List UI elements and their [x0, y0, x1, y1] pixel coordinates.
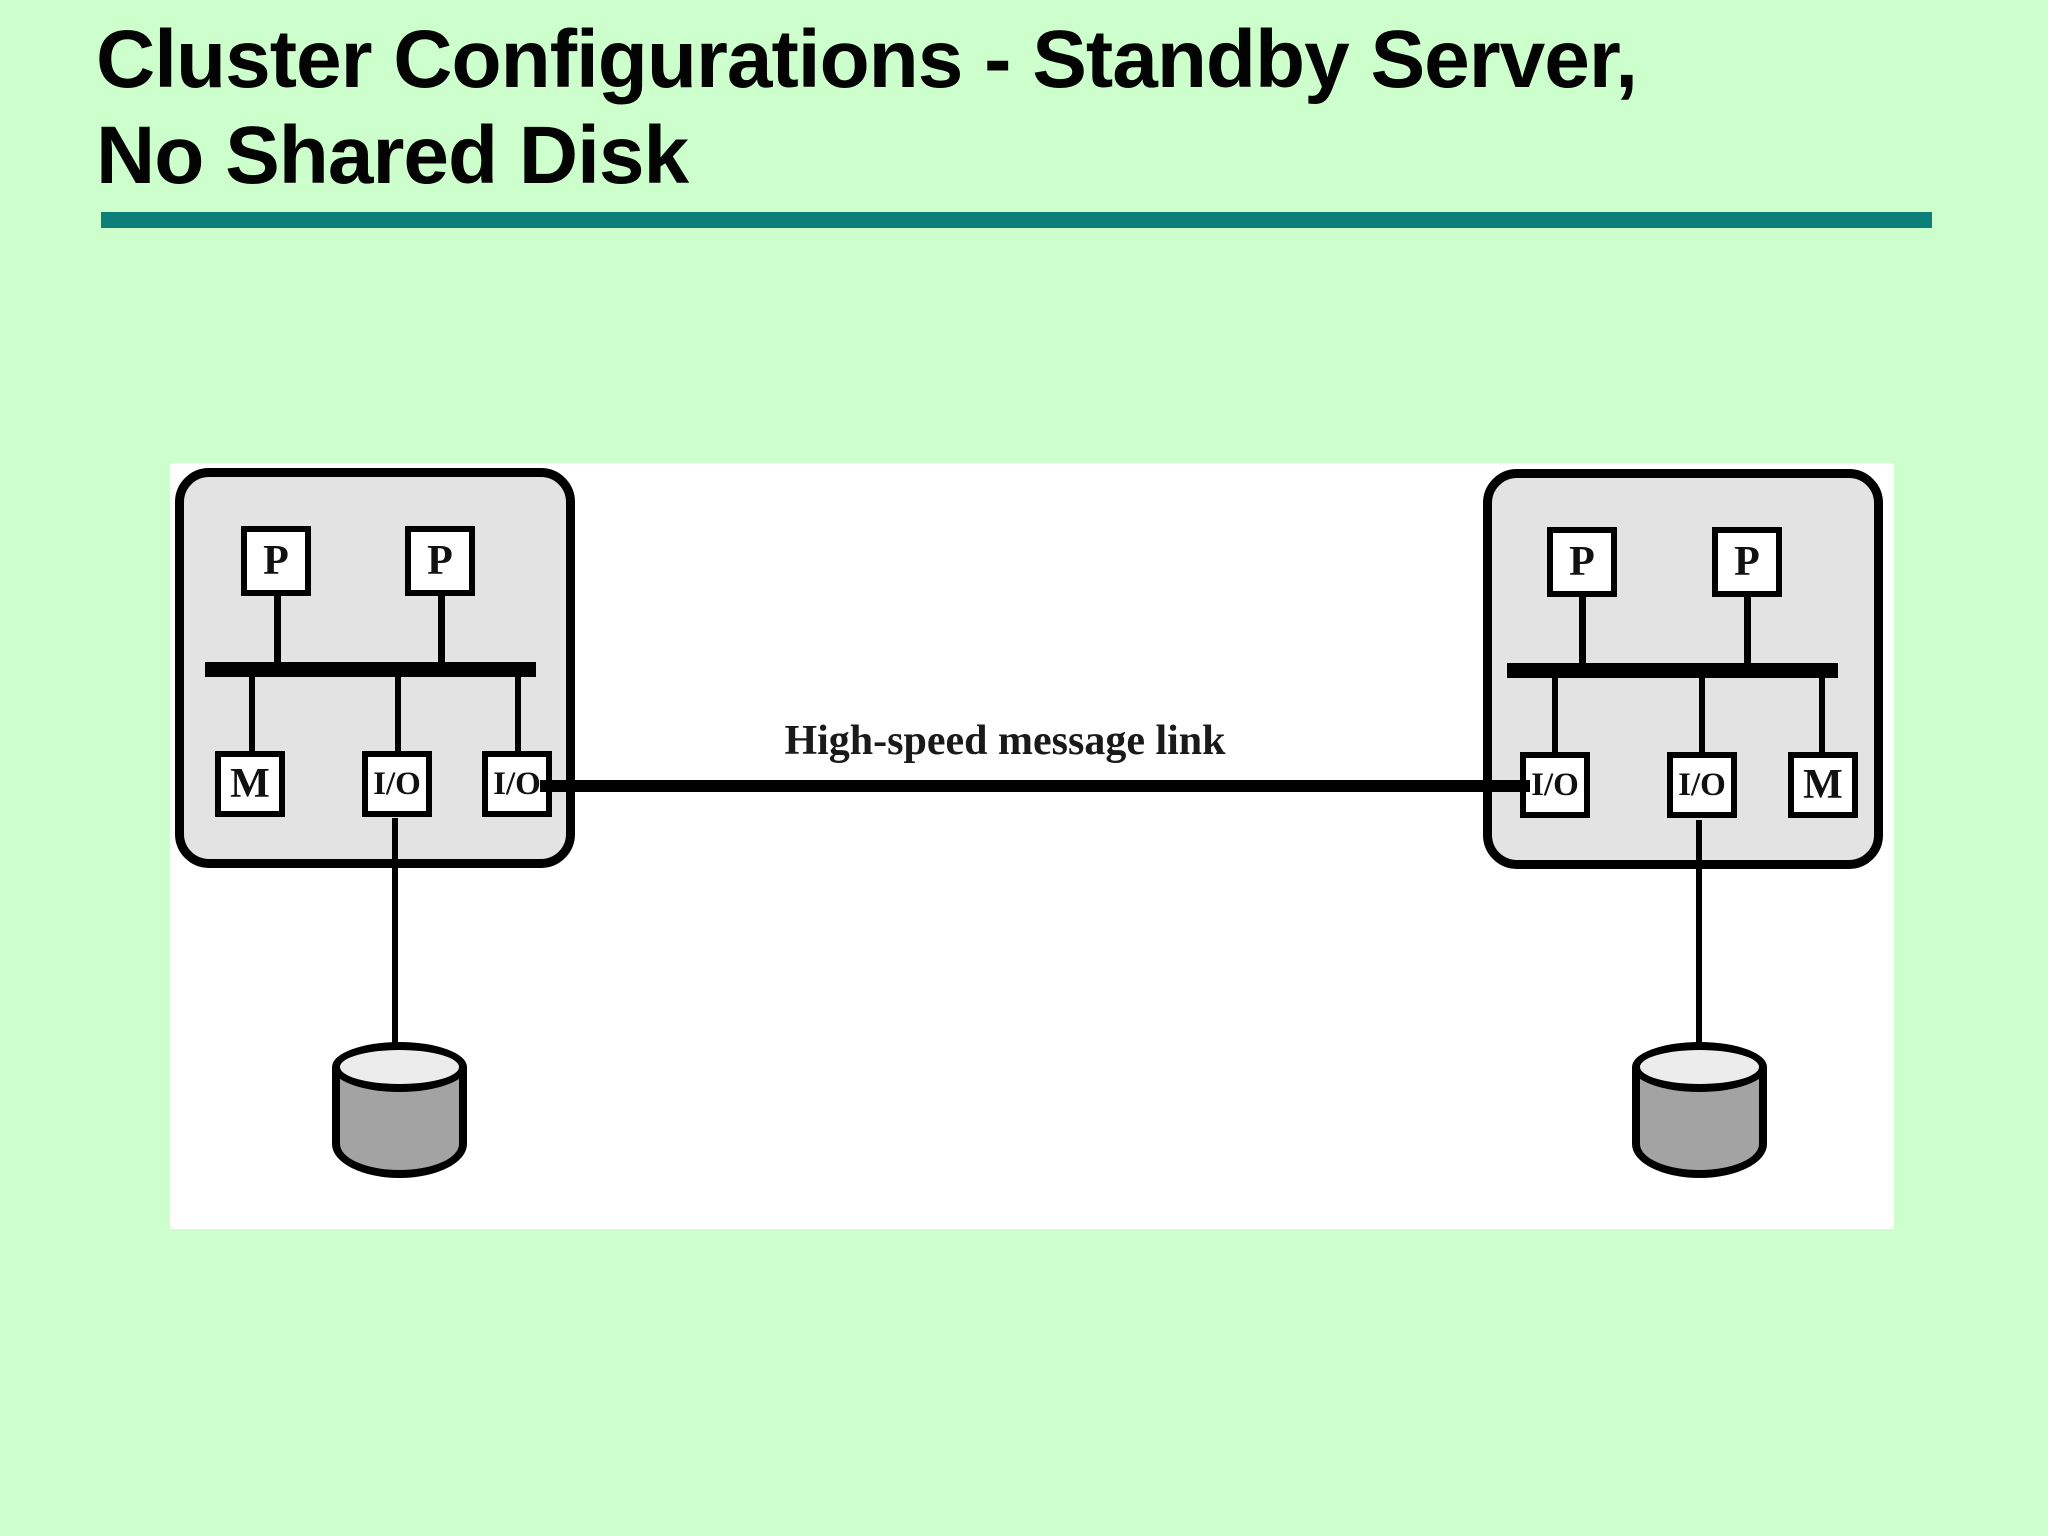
link-label: High-speed message link — [784, 718, 1226, 764]
bus-module-connector — [1819, 678, 1825, 752]
disk-cylinder — [332, 1042, 467, 1178]
processor-box: P — [1712, 527, 1782, 597]
bus-module-connector — [395, 677, 401, 751]
system-bus — [205, 662, 536, 677]
diagram-panel: P P M I/O I/O P P I/O I/O M High-speed m… — [170, 463, 1894, 1229]
system-bus — [1507, 663, 1838, 678]
bus-module-connector — [515, 677, 521, 751]
io-box: I/O — [1520, 752, 1590, 818]
processor-box: P — [241, 526, 311, 596]
processor-bus-connector — [438, 594, 445, 662]
bus-module-connector — [1552, 678, 1558, 752]
memory-box: M — [215, 751, 285, 817]
bus-module-connector — [249, 677, 255, 751]
slide-title-line2: No Shared Disk — [96, 109, 689, 201]
server-box-right: P P I/O I/O M — [1483, 469, 1883, 869]
io-box: I/O — [362, 751, 432, 817]
processor-bus-connector — [1579, 595, 1586, 663]
memory-box: M — [1788, 752, 1858, 818]
processor-box: P — [405, 526, 475, 596]
processor-bus-connector — [274, 594, 281, 662]
server-box-left: P P M I/O I/O — [175, 468, 575, 868]
title-underline — [101, 212, 1932, 228]
disk-cylinder — [1632, 1042, 1767, 1178]
processor-bus-connector — [1744, 595, 1751, 663]
io-box: I/O — [1667, 752, 1737, 818]
disk-top-ellipse — [1632, 1042, 1767, 1092]
disk-connection-line — [392, 818, 398, 1050]
processor-box: P — [1547, 527, 1617, 597]
bus-module-connector — [1699, 678, 1705, 752]
slide-title: Cluster Configurations - Standby Server,… — [96, 12, 1956, 204]
disk-connection-line — [1696, 820, 1702, 1050]
message-link-line — [540, 780, 1530, 792]
slide-title-line1: Cluster Configurations - Standby Server, — [96, 14, 1638, 105]
disk-top-ellipse — [332, 1042, 467, 1092]
